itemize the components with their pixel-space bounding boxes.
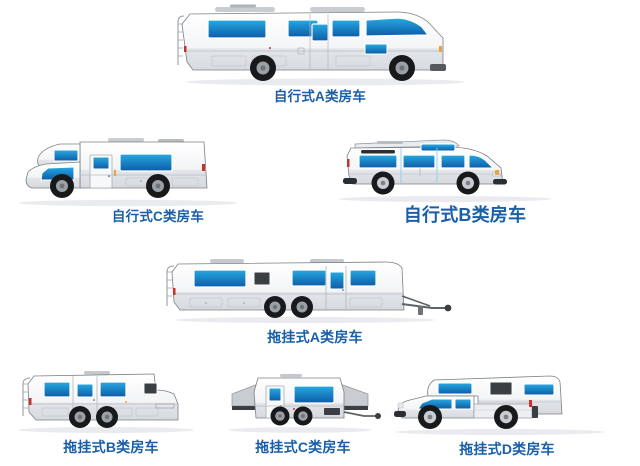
rv-item-towable-class-b: 拖挂式B类房车	[6, 358, 216, 455]
wheel	[456, 171, 480, 195]
rv-illustration-towable-class-a	[166, 259, 452, 323]
rv-illustration-towable-class-d	[394, 375, 604, 435]
wheel	[270, 406, 290, 426]
rv-illustration-towable-class-c	[228, 374, 381, 433]
rv-item-self-propelled-class-a: 自行式A类房车	[160, 2, 480, 105]
wheel	[50, 174, 74, 198]
wheel	[494, 405, 518, 429]
rv-illustration-self-propelled-class-c	[18, 138, 238, 207]
rv-label-towable-class-b: 拖挂式B类房车	[63, 439, 159, 455]
wheel	[291, 296, 313, 318]
wheel	[96, 406, 118, 428]
rv-item-self-propelled-class-b: 自行式B类房车	[300, 126, 630, 226]
wheel	[250, 55, 276, 81]
rv-label-towable-class-d: 拖挂式D类房车	[459, 441, 555, 457]
rv-illustration-self-propelled-class-a	[177, 4, 465, 86]
wheel	[418, 405, 442, 429]
rv-label-self-propelled-class-a: 自行式A类房车	[273, 89, 367, 104]
wheel	[69, 406, 91, 428]
rv-label-towable-class-c: 拖挂式C类房车	[255, 439, 351, 455]
wheel	[371, 171, 395, 195]
wheel	[389, 55, 415, 81]
rv-illustration-self-propelled-class-b	[339, 139, 551, 202]
rv-label-towable-class-a: 拖挂式A类房车	[267, 329, 363, 345]
rv-label-self-propelled-class-b: 自行式B类房车	[403, 205, 527, 225]
wheel	[264, 296, 286, 318]
rv-item-towable-class-d: 拖挂式D类房车	[382, 356, 632, 457]
rv-illustration-towable-class-b	[18, 371, 194, 433]
rv-item-self-propelled-class-c: 自行式C类房车	[8, 118, 308, 225]
wheel	[293, 406, 313, 426]
wheel	[146, 174, 170, 198]
rv-item-towable-class-a: 拖挂式A类房车	[150, 248, 480, 345]
rv-item-towable-class-c: 拖挂式C类房车	[218, 362, 388, 455]
rv-label-self-propelled-class-c: 自行式C类房车	[111, 209, 205, 224]
